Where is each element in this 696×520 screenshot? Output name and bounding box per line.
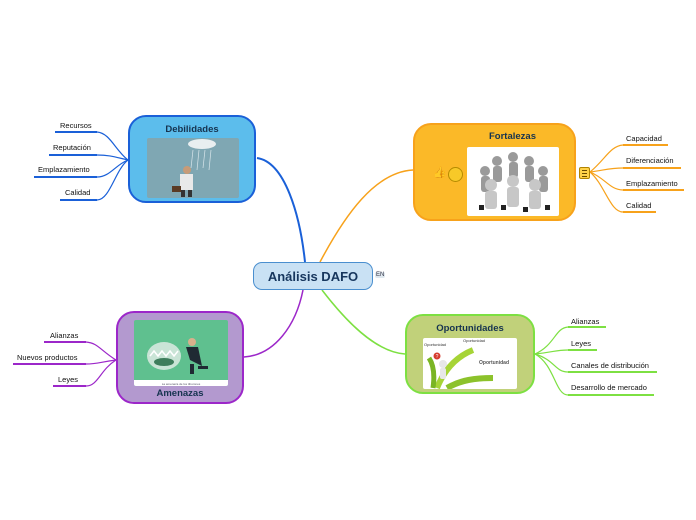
language-badge: EN [375,272,386,278]
oportunidades-item[interactable]: Desarrollo de mercado [571,383,647,392]
notes-icon[interactable] [579,167,590,179]
image-label-a: Oportunidad [424,342,447,347]
fortalezas-item[interactable]: Calidad [626,201,652,210]
svg-text:?: ? [436,354,439,360]
amenazas-item[interactable]: Leyes [58,375,79,384]
smiley-icon [448,167,463,182]
image-caption: La amenaza de los tiburones [161,382,201,386]
team-figures-image [467,147,559,216]
fortalezas-item[interactable]: Emplazamiento [626,179,678,188]
shark-threat-image: La amenaza de los tiburones [134,320,228,386]
topic-title: Amenazas [156,388,204,399]
oportunidades-item[interactable]: Canales de distribución [571,361,649,370]
image-label-c: Oportunidad [479,360,509,366]
amenazas-item[interactable]: Nuevos productos [17,353,78,362]
fortalezas-item[interactable]: Capacidad [626,134,662,143]
debilidades-item[interactable]: Emplazamiento [38,165,90,174]
central-title: Análisis DAFO [267,268,359,284]
debilidades-item[interactable]: Recursos [60,121,92,130]
thumbs-up-icon: 👍 [433,167,447,179]
topic-title: Oportunidades [436,323,504,334]
topic-debilidades[interactable]: Debilidades [128,115,256,203]
topic-fortalezas[interactable]: Fortalezas 👍 [413,123,576,221]
topic-oportunidades[interactable]: Oportunidades ? Oportunidad Oportunidad … [405,314,535,394]
amenazas-item[interactable]: Alianzas [50,331,79,340]
opportunity-arrows-image: ? Oportunidad Oportunidad Oportunidad [423,338,517,389]
topic-title: Fortalezas [489,131,536,142]
oportunidades-item[interactable]: Leyes [571,339,592,348]
image-label-b: Oportunidad [463,338,486,343]
debilidades-item[interactable]: Reputación [53,143,91,152]
central-topic[interactable]: Análisis DAFO [253,262,373,290]
oportunidades-item[interactable]: Alianzas [571,317,600,326]
sad-man-rain-image [147,138,239,198]
fortalezas-item[interactable]: Diferenciación [626,156,674,165]
debilidades-item[interactable]: Calidad [65,188,91,197]
topic-amenazas[interactable]: La amenaza de los tiburones Amenazas [116,311,244,404]
topic-title: Debilidades [165,124,219,135]
